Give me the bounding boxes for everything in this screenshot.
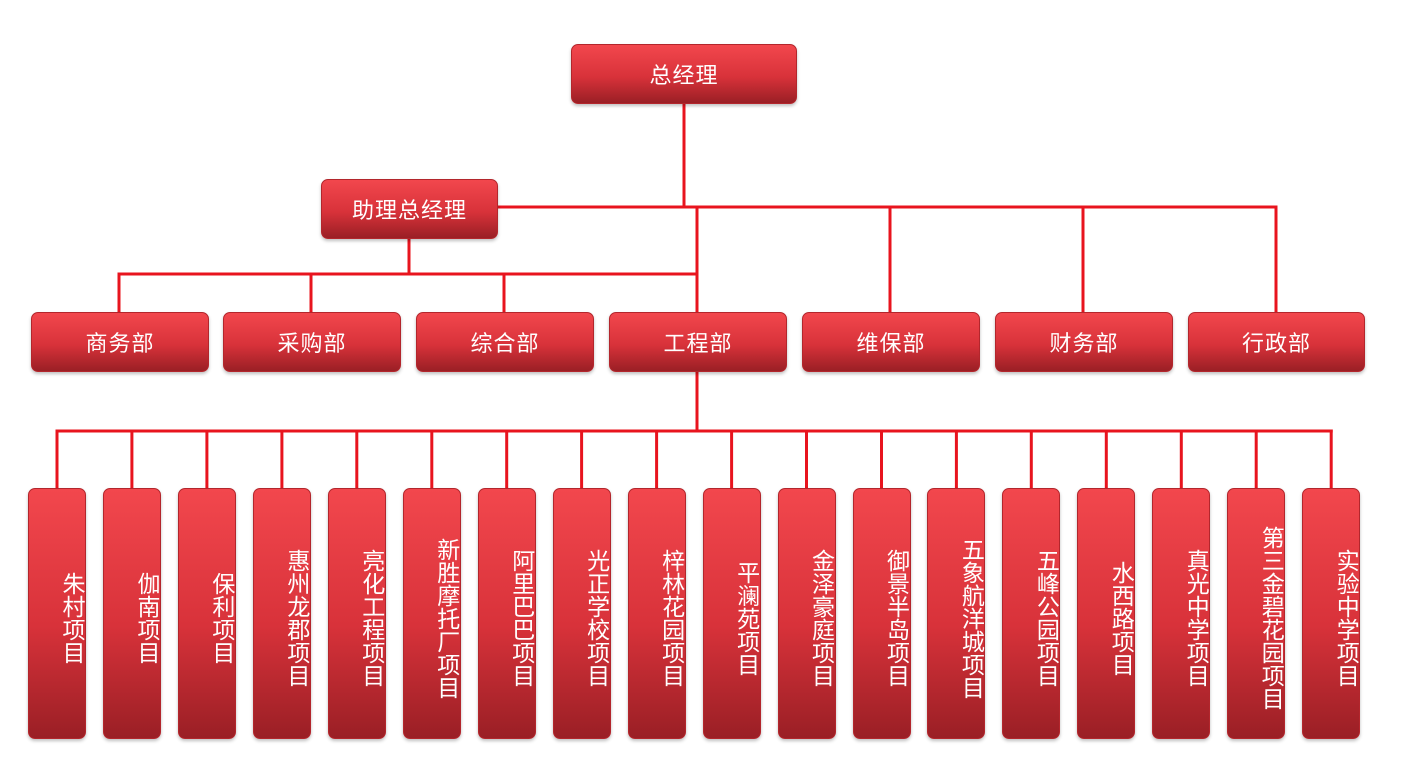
project-label: 五象航洋城项目 bbox=[957, 537, 984, 699]
project-box: 光正学校项目 bbox=[552, 488, 611, 739]
project-box: 梓林花园项目 bbox=[627, 488, 686, 739]
project-label: 第三金碧花园项目 bbox=[1257, 526, 1284, 710]
department-engineering-box: 工程部 bbox=[609, 312, 787, 372]
project-label: 平澜苑项目 bbox=[732, 560, 759, 676]
project-box: 水西路项目 bbox=[1077, 488, 1136, 739]
assistant-general-manager-box: 助理总经理 bbox=[321, 179, 498, 239]
project-box: 第三金碧花园项目 bbox=[1227, 488, 1286, 739]
project-box: 朱村项目 bbox=[28, 488, 86, 739]
project-label: 新胜摩托厂项目 bbox=[432, 537, 459, 699]
department-label: 维保部 bbox=[856, 332, 926, 357]
project-box: 五峰公园项目 bbox=[1002, 488, 1061, 739]
department-administration-box: 行政部 bbox=[1188, 312, 1365, 372]
project-box: 御景半岛项目 bbox=[852, 488, 911, 739]
department-label: 综合部 bbox=[470, 332, 540, 357]
project-box: 金泽豪庭项目 bbox=[777, 488, 836, 739]
project-box: 惠州龙郡项目 bbox=[252, 488, 311, 739]
project-box: 伽南项目 bbox=[103, 488, 161, 739]
project-box: 五象航洋城项目 bbox=[927, 488, 986, 739]
project-label: 实验中学项目 bbox=[1332, 549, 1359, 687]
project-box: 亮化工程项目 bbox=[327, 488, 386, 739]
project-label: 亮化工程项目 bbox=[357, 549, 384, 687]
project-label: 五峰公园项目 bbox=[1032, 549, 1059, 687]
general-manager-label: 总经理 bbox=[649, 64, 719, 89]
project-box: 保利项目 bbox=[177, 488, 236, 739]
project-box: 平澜苑项目 bbox=[702, 488, 761, 739]
department-finance-box: 财务部 bbox=[995, 312, 1173, 372]
project-label: 朱村项目 bbox=[58, 572, 84, 664]
department-business-box: 商务部 bbox=[31, 312, 209, 372]
project-label: 梓林花园项目 bbox=[657, 549, 684, 687]
project-label: 御景半岛项目 bbox=[882, 549, 909, 687]
project-box: 阿里巴巴项目 bbox=[477, 488, 536, 739]
department-purchasing-box: 采购部 bbox=[223, 312, 401, 372]
project-box: 真光中学项目 bbox=[1152, 488, 1211, 739]
project-label: 金泽豪庭项目 bbox=[807, 549, 834, 687]
project-label: 惠州龙郡项目 bbox=[282, 549, 309, 687]
department-label: 工程部 bbox=[663, 332, 733, 357]
department-label: 财务部 bbox=[1049, 332, 1119, 357]
project-label: 光正学校项目 bbox=[582, 549, 609, 687]
department-label: 采购部 bbox=[277, 332, 347, 357]
department-label: 商务部 bbox=[85, 332, 155, 357]
general-manager-box: 总经理 bbox=[571, 44, 797, 104]
department-label: 行政部 bbox=[1241, 332, 1311, 357]
project-label: 伽南项目 bbox=[133, 572, 159, 664]
project-label: 水西路项目 bbox=[1107, 560, 1134, 676]
assistant-general-manager-label: 助理总经理 bbox=[351, 199, 467, 224]
project-label: 阿里巴巴项目 bbox=[507, 549, 534, 687]
project-box: 实验中学项目 bbox=[1302, 488, 1361, 739]
project-label: 真光中学项目 bbox=[1182, 549, 1209, 687]
project-box: 新胜摩托厂项目 bbox=[402, 488, 461, 739]
department-maintenance-box: 维保部 bbox=[802, 312, 980, 372]
department-general-affairs-box: 综合部 bbox=[416, 312, 594, 372]
project-label: 保利项目 bbox=[207, 572, 234, 664]
